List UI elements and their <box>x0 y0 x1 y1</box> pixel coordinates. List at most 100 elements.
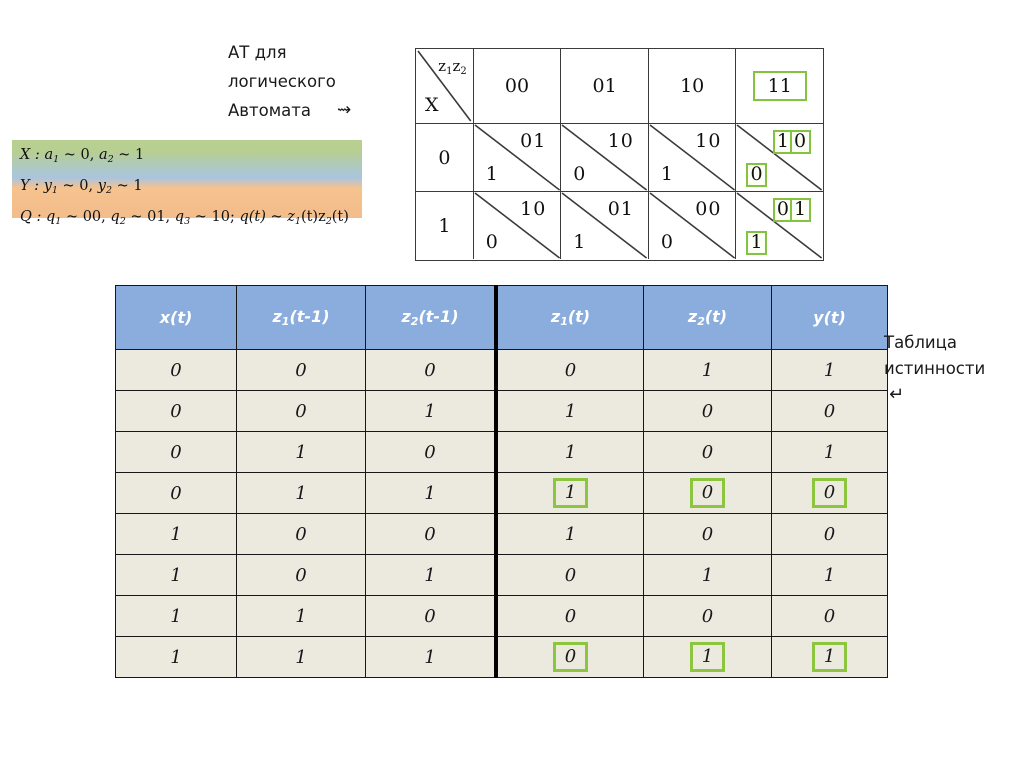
cell-z1-now: 0 <box>494 595 644 637</box>
legend-y-var: Y <box>20 178 30 194</box>
truth-table-body: 0 0 0 0 1 1 0 0 1 1 0 0 0 1 0 1 0 1 <box>115 349 888 678</box>
legend-q3-val: ~ 10; <box>190 209 240 225</box>
cell-xt: 0 <box>115 349 237 391</box>
cell-xt: 0 <box>115 472 237 514</box>
at-corner-col-label: z1z2 <box>438 57 467 77</box>
cell-xt: 0 <box>115 390 237 432</box>
th-z2-prev-sub: 2 <box>410 315 419 328</box>
at-col-header-11: 11 <box>735 49 823 123</box>
at-corner-z1: z <box>438 57 447 75</box>
legend-y1: y <box>43 178 52 194</box>
at-output-highlighted: 0 <box>746 163 767 187</box>
legend-q2: q <box>110 209 120 225</box>
legend-z1-sub: 1 <box>294 216 301 227</box>
cell-z1-now: 0 <box>494 349 644 391</box>
legend-z2-tail: (t) <box>331 209 349 225</box>
truth-table-caption: Таблица истинности ↵ <box>884 330 1024 408</box>
cell-z1-prev: 1 <box>236 472 366 514</box>
legend-line-q: Q : q1 ~ 00, q2 ~ 01, q3 ~ 10; q(t) ~ z1… <box>20 204 362 235</box>
at-cell-x1-c00: 10 0 <box>472 192 561 259</box>
at-cell-x1-c01: 01 1 <box>560 192 648 259</box>
at-corner-row-label: X <box>425 94 439 116</box>
table-row: 1 1 1 0 1 1 <box>115 636 888 678</box>
at-next-state: 01 <box>520 130 547 152</box>
highlighted-value: 0 <box>552 641 589 673</box>
cell-z2-now: 0 <box>643 390 772 432</box>
th-yt-base: y <box>813 308 824 327</box>
cell-z1-prev: 1 <box>236 431 366 473</box>
legend-q3-sub: 3 <box>184 216 191 227</box>
th-z1-prev-tail: (t-1) <box>289 307 330 326</box>
at-next-state: 00 <box>695 198 722 220</box>
cell-z2-prev: 1 <box>365 636 497 678</box>
at-caption-line2: логического <box>228 72 336 91</box>
legend-q3: q <box>174 209 185 225</box>
table-row: 1 1 0 0 0 0 <box>115 595 888 637</box>
cell-xt: 1 <box>115 554 237 596</box>
legend-q-sep: : <box>31 209 46 225</box>
legend-line-y: Y : y1 ~ 0, y2 ~ 1 <box>20 173 362 204</box>
legend-q2-val: ~ 01, <box>125 209 175 225</box>
th-xt-base: x <box>159 308 171 327</box>
th-z2-prev-tail: (t-1) <box>418 307 459 326</box>
table-row: 0 0 0 0 1 1 <box>115 349 888 391</box>
th-yt: y(t) <box>771 285 888 350</box>
cell-z1-prev: 0 <box>236 349 366 391</box>
th-yt-tail: (t) <box>823 308 846 327</box>
legend-qt: q(t) ~ <box>239 209 288 225</box>
truth-table-container: x(t) z1(t-1) z2(t-1) z1(t) z2(t) y(t) 0 … <box>115 285 888 691</box>
at-caption-line3: Автомата <box>228 101 311 120</box>
at-next-state-bit1: 0 <box>772 198 794 222</box>
at-row-x0-label: 0 <box>416 124 473 191</box>
legend-x-sep: : <box>30 147 45 163</box>
th-z1-prev: z1(t-1) <box>236 285 366 350</box>
cell-xt: 0 <box>115 431 237 473</box>
at-output: 0 <box>485 231 498 253</box>
cell-z2-prev: 0 <box>365 595 497 637</box>
tt-caption-line2: истинности <box>884 359 986 378</box>
at-corner-cell: z1z2 X <box>416 49 473 123</box>
th-z2-now-base: z <box>687 307 698 326</box>
cell-z2-prev: 0 <box>365 349 497 391</box>
legend-z2-sub: 2 <box>325 216 332 227</box>
highlighted-value: 0 <box>811 477 848 509</box>
cell-xt: 1 <box>115 513 237 555</box>
legend-y1-val: ~ 0, <box>57 178 98 194</box>
cell-z2-now: 1 <box>643 349 772 391</box>
table-row: 0 1 1 1 0 0 <box>115 472 888 514</box>
cell-yt: 1 <box>771 431 888 473</box>
legend-q1-val: ~ 00, <box>61 209 111 225</box>
at-col-header-00-label: 00 <box>504 75 530 97</box>
at-output: 0 <box>573 163 586 185</box>
at-next-state-bit1: 1 <box>772 130 794 154</box>
at-row-x1-value: 1 <box>438 214 451 237</box>
at-cell-x0-c01: 10 0 <box>560 124 648 191</box>
cell-z2-now: 0 <box>643 595 772 637</box>
cell-z1-prev: 0 <box>236 390 366 432</box>
cell-z1-now: 1 <box>494 513 644 555</box>
at-corner-z2: z <box>452 57 461 75</box>
legend-y1-sub: 1 <box>51 185 58 196</box>
th-z2-prev: z2(t-1) <box>365 285 497 350</box>
cell-yt: 0 <box>771 595 888 637</box>
cell-z2-now: 0 <box>643 472 772 514</box>
cell-z1-now: 0 <box>494 554 644 596</box>
th-z1-now-base: z <box>550 307 561 326</box>
at-header-row: z1z2 X 00 01 10 11 <box>416 49 823 123</box>
at-output: 1 <box>573 231 586 253</box>
th-xt: x(t) <box>115 285 237 350</box>
cell-yt: 0 <box>771 390 888 432</box>
at-caption: АТ для логического Автомата ⇝ <box>228 38 408 125</box>
at-output-highlighted: 1 <box>746 231 767 255</box>
truth-table: x(t) z1(t-1) z2(t-1) z1(t) z2(t) y(t) 0 … <box>115 285 888 678</box>
legend-a1: a <box>44 147 54 163</box>
at-output: 0 <box>660 231 673 253</box>
at-col-header-01-label: 01 <box>592 75 617 97</box>
table-row: 1 0 0 1 0 0 <box>115 513 888 555</box>
at-row-x1-label: 1 <box>416 192 473 259</box>
legend-y-sep: : <box>29 178 44 194</box>
